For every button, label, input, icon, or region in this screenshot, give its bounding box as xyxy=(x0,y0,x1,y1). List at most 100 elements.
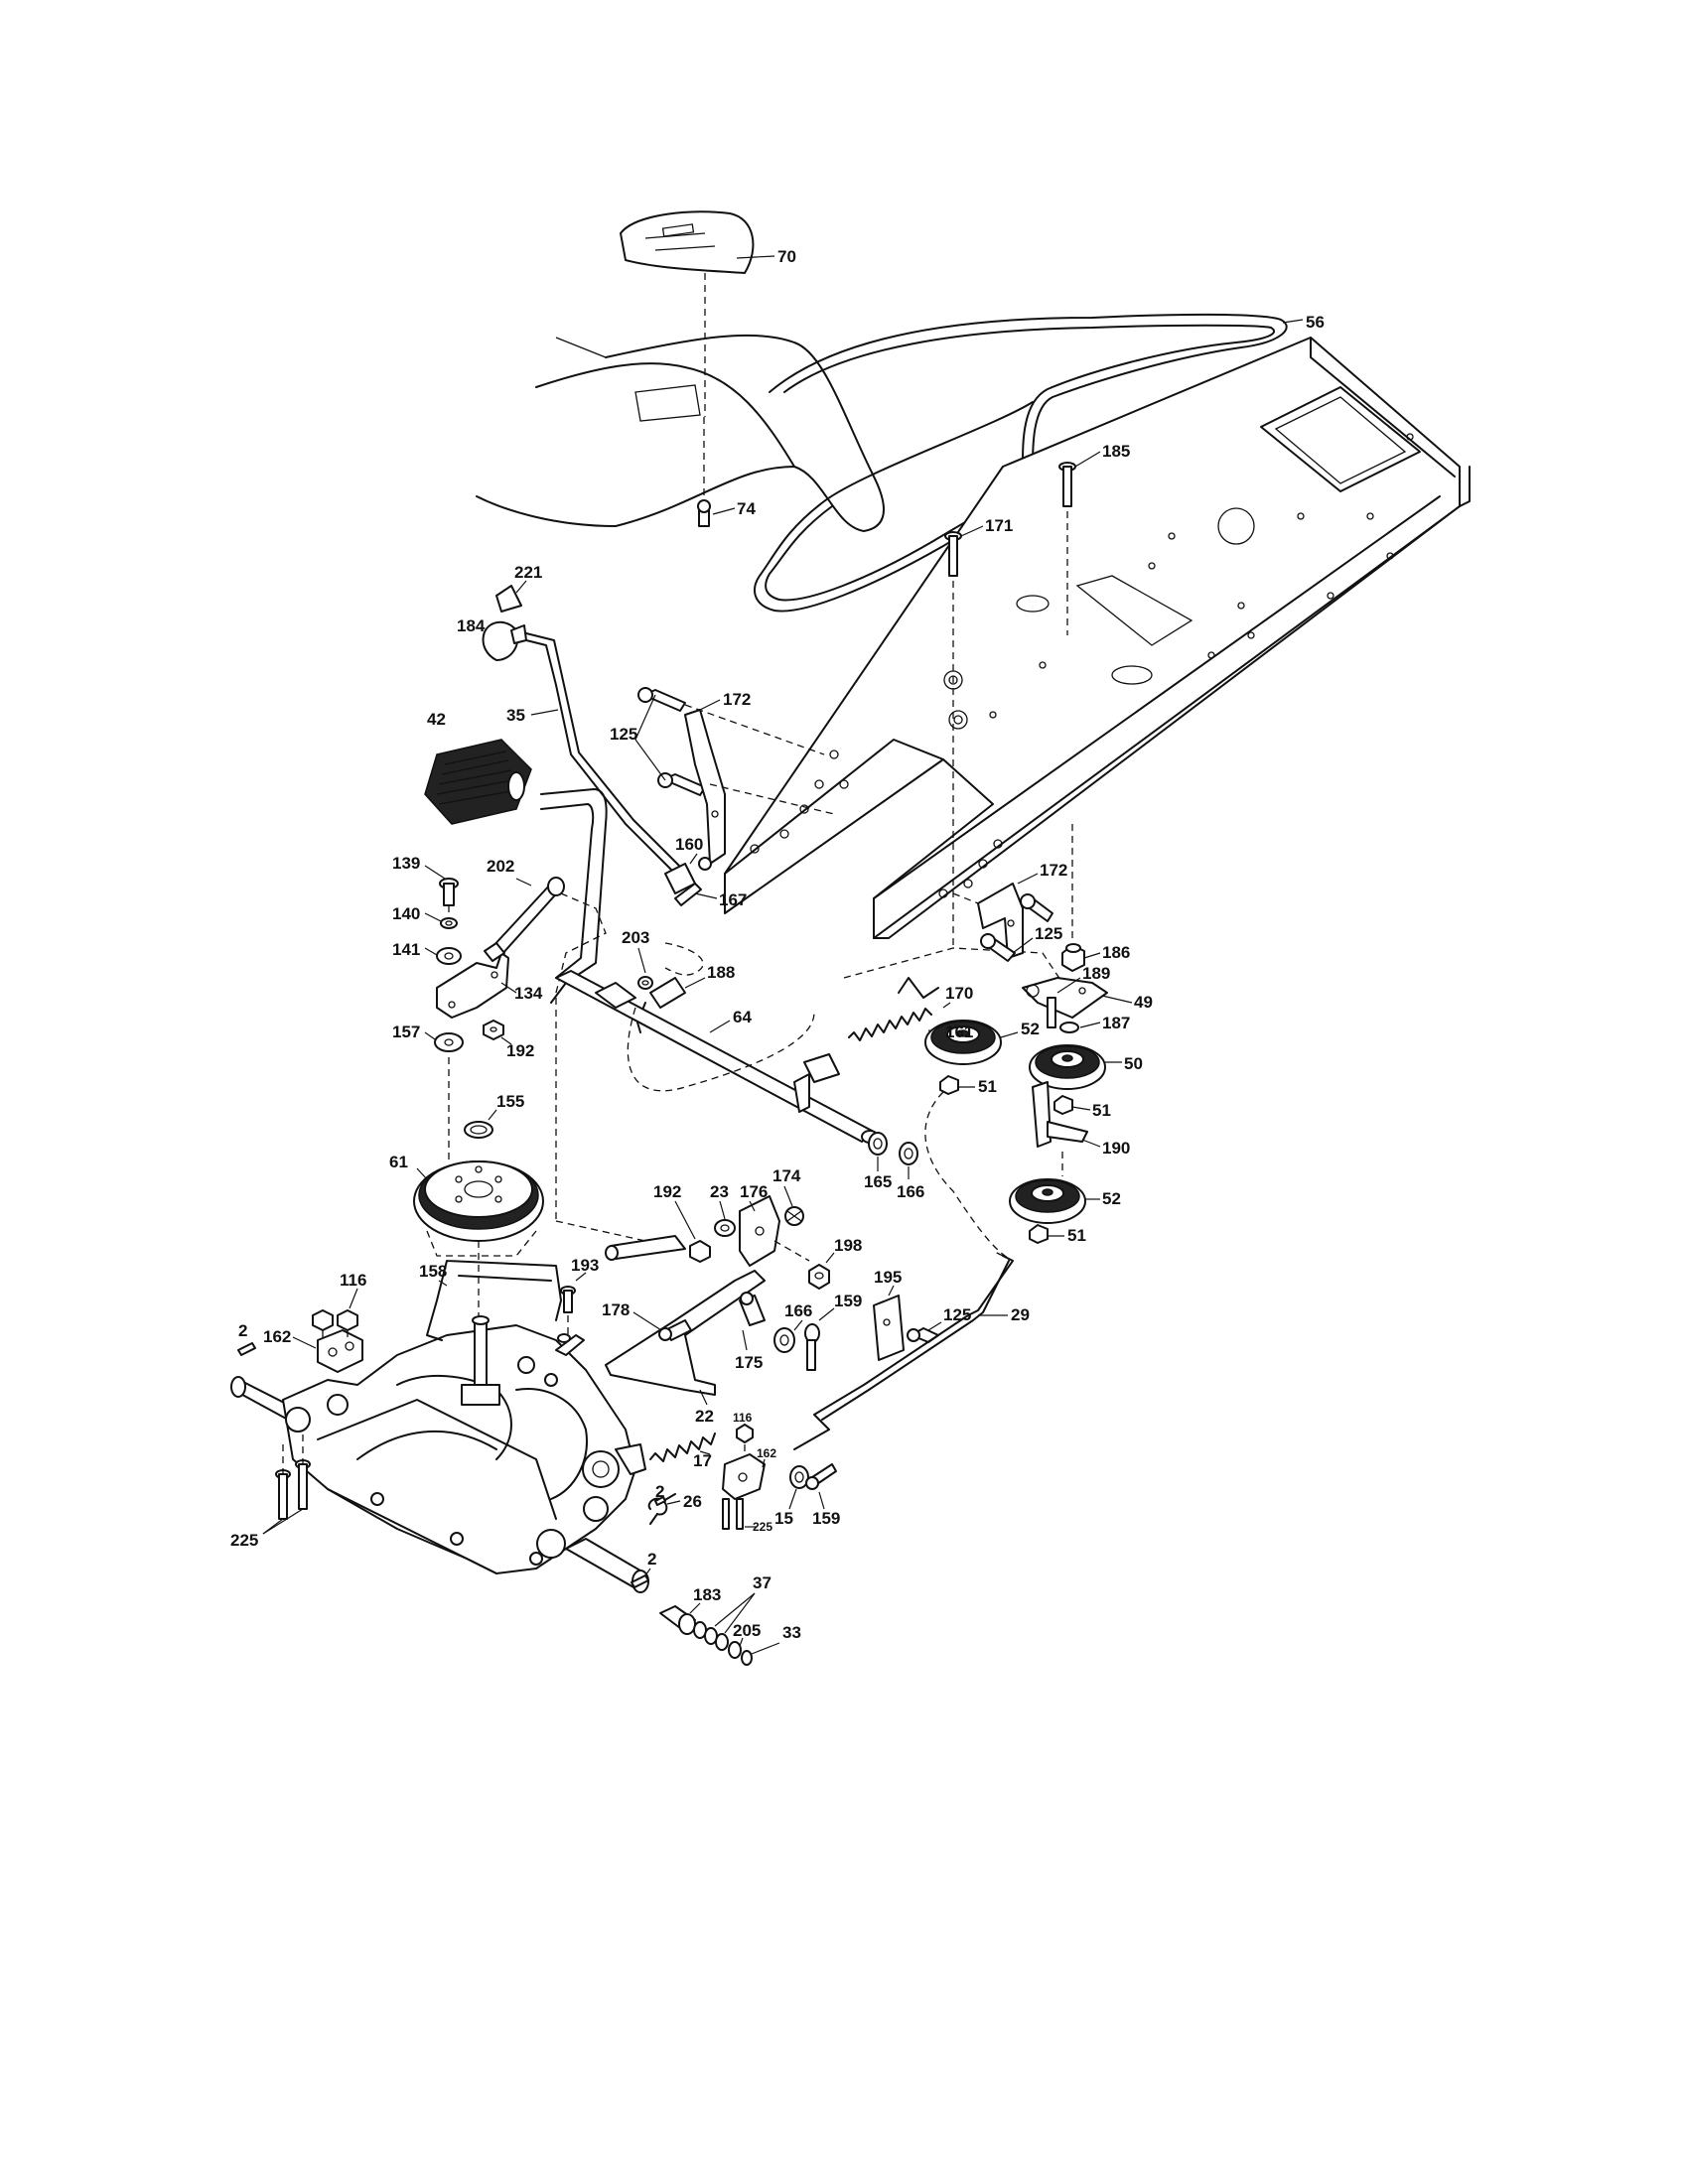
bolt-225-small xyxy=(722,1498,744,1530)
callout-64: 64 xyxy=(733,1008,752,1026)
nut-192-left xyxy=(483,1020,504,1040)
nut-116-left xyxy=(312,1309,358,1331)
callout-192-left: 192 xyxy=(506,1041,534,1060)
washer-187 xyxy=(1059,1022,1079,1033)
washer-166-left xyxy=(773,1327,795,1353)
bolt-125-lower xyxy=(980,893,1053,962)
callout-35: 35 xyxy=(506,706,525,725)
bolt-125-rod xyxy=(907,1327,939,1343)
callout-70: 70 xyxy=(777,247,796,266)
callout-225-left: 225 xyxy=(230,1531,258,1550)
callout-139: 139 xyxy=(392,854,420,873)
callout-125-lower: 125 xyxy=(1035,924,1062,943)
callout-2-lower: 2 xyxy=(647,1550,656,1569)
clevis-160 xyxy=(664,857,712,894)
callout-42: 42 xyxy=(427,710,446,729)
callout-195: 195 xyxy=(874,1268,902,1287)
callout-184: 184 xyxy=(457,616,486,635)
callout-178: 178 xyxy=(602,1300,630,1319)
washer-140 xyxy=(440,917,458,929)
transaxle-pulley-61 xyxy=(413,1160,544,1242)
callout-166-left: 166 xyxy=(784,1301,812,1320)
clip-221 xyxy=(495,585,522,613)
callout-33: 33 xyxy=(782,1623,801,1642)
callout-162-left: 162 xyxy=(263,1327,291,1346)
bracket-158 xyxy=(426,1260,562,1341)
callout-2-left: 2 xyxy=(238,1321,247,1340)
idler-pulley-52-lower xyxy=(1009,1178,1086,1224)
eyebolt-159-upper xyxy=(804,1323,820,1371)
callout-170: 170 xyxy=(945,984,973,1003)
callout-221: 221 xyxy=(514,563,542,582)
rod-175 xyxy=(739,1292,766,1326)
bracket-195 xyxy=(873,1295,905,1361)
snap-ring-155 xyxy=(464,1121,493,1139)
bolt-139 xyxy=(439,878,459,906)
callout-26: 26 xyxy=(683,1492,702,1511)
bolt-159-lower xyxy=(805,1463,837,1490)
callout-185: 185 xyxy=(1102,442,1130,461)
shaft-202 xyxy=(484,877,565,962)
callout-166-right: 166 xyxy=(897,1182,924,1201)
bracket-172-lower xyxy=(977,883,1024,959)
idler-arm-49 xyxy=(1022,977,1108,1019)
callout-176: 176 xyxy=(740,1182,768,1201)
shift-rod-left xyxy=(605,1235,686,1261)
callout-161: 161 xyxy=(945,1023,973,1041)
callout-52-upper: 52 xyxy=(1021,1020,1040,1038)
callout-23: 23 xyxy=(710,1182,729,1201)
bracket-176 xyxy=(739,1195,780,1267)
fender xyxy=(476,334,885,532)
callout-141: 141 xyxy=(392,940,420,959)
bushing-23 xyxy=(714,1219,736,1237)
cross-shaft-64 xyxy=(555,970,879,1144)
washer-141 xyxy=(436,947,462,965)
callout-51-upper: 51 xyxy=(978,1077,997,1096)
callout-159-upper: 159 xyxy=(834,1292,862,1310)
nut-51-upper xyxy=(939,1075,959,1095)
callout-17: 17 xyxy=(693,1451,712,1470)
nut-186 xyxy=(1061,943,1085,972)
callout-198: 198 xyxy=(834,1236,862,1255)
callout-175: 175 xyxy=(735,1353,763,1372)
callout-15: 15 xyxy=(774,1509,793,1528)
pedal-pad-42 xyxy=(424,739,532,825)
frame xyxy=(724,337,1471,939)
bracket-134 xyxy=(436,952,509,1019)
callout-187: 187 xyxy=(1102,1014,1130,1032)
nut-51-middle xyxy=(1053,1095,1073,1115)
callout-51-lower: 51 xyxy=(1067,1226,1086,1245)
callout-116-small: 116 xyxy=(733,1411,753,1425)
callout-165: 165 xyxy=(864,1172,892,1191)
callout-188: 188 xyxy=(707,963,735,982)
callout-183: 183 xyxy=(693,1585,721,1604)
callout-157: 157 xyxy=(392,1023,420,1041)
nut-116-small xyxy=(736,1424,754,1443)
callout-125-upper: 125 xyxy=(610,725,637,744)
brake-rod-35 xyxy=(505,629,684,875)
transaxle xyxy=(230,1315,649,1593)
spacer-203 xyxy=(637,976,653,990)
callout-2-middle: 2 xyxy=(655,1482,664,1501)
knob-174 xyxy=(784,1206,804,1226)
bolt-225-left xyxy=(275,1459,311,1520)
bolt-193 xyxy=(560,1286,576,1313)
callout-50: 50 xyxy=(1124,1054,1143,1073)
bracket-190 xyxy=(1032,1081,1088,1148)
washer-166-right xyxy=(899,1142,918,1165)
drive-belt-56 xyxy=(754,313,1288,613)
nut-51-lower xyxy=(1029,1224,1049,1244)
bolt-189 xyxy=(1047,997,1056,1028)
washers-37 xyxy=(693,1621,729,1651)
washer-15 xyxy=(789,1465,809,1489)
pin-2-left xyxy=(237,1342,256,1356)
bracket-172-upper xyxy=(684,709,726,865)
nut-198 xyxy=(808,1264,830,1290)
callout-172-lower: 172 xyxy=(1040,861,1067,880)
bushing-165 xyxy=(868,1132,888,1156)
callout-74: 74 xyxy=(737,499,756,518)
callout-190: 190 xyxy=(1102,1139,1130,1158)
seat-adjust-plate-70 xyxy=(620,210,755,274)
washer-205 xyxy=(728,1641,742,1659)
callout-52-lower: 52 xyxy=(1102,1189,1121,1208)
